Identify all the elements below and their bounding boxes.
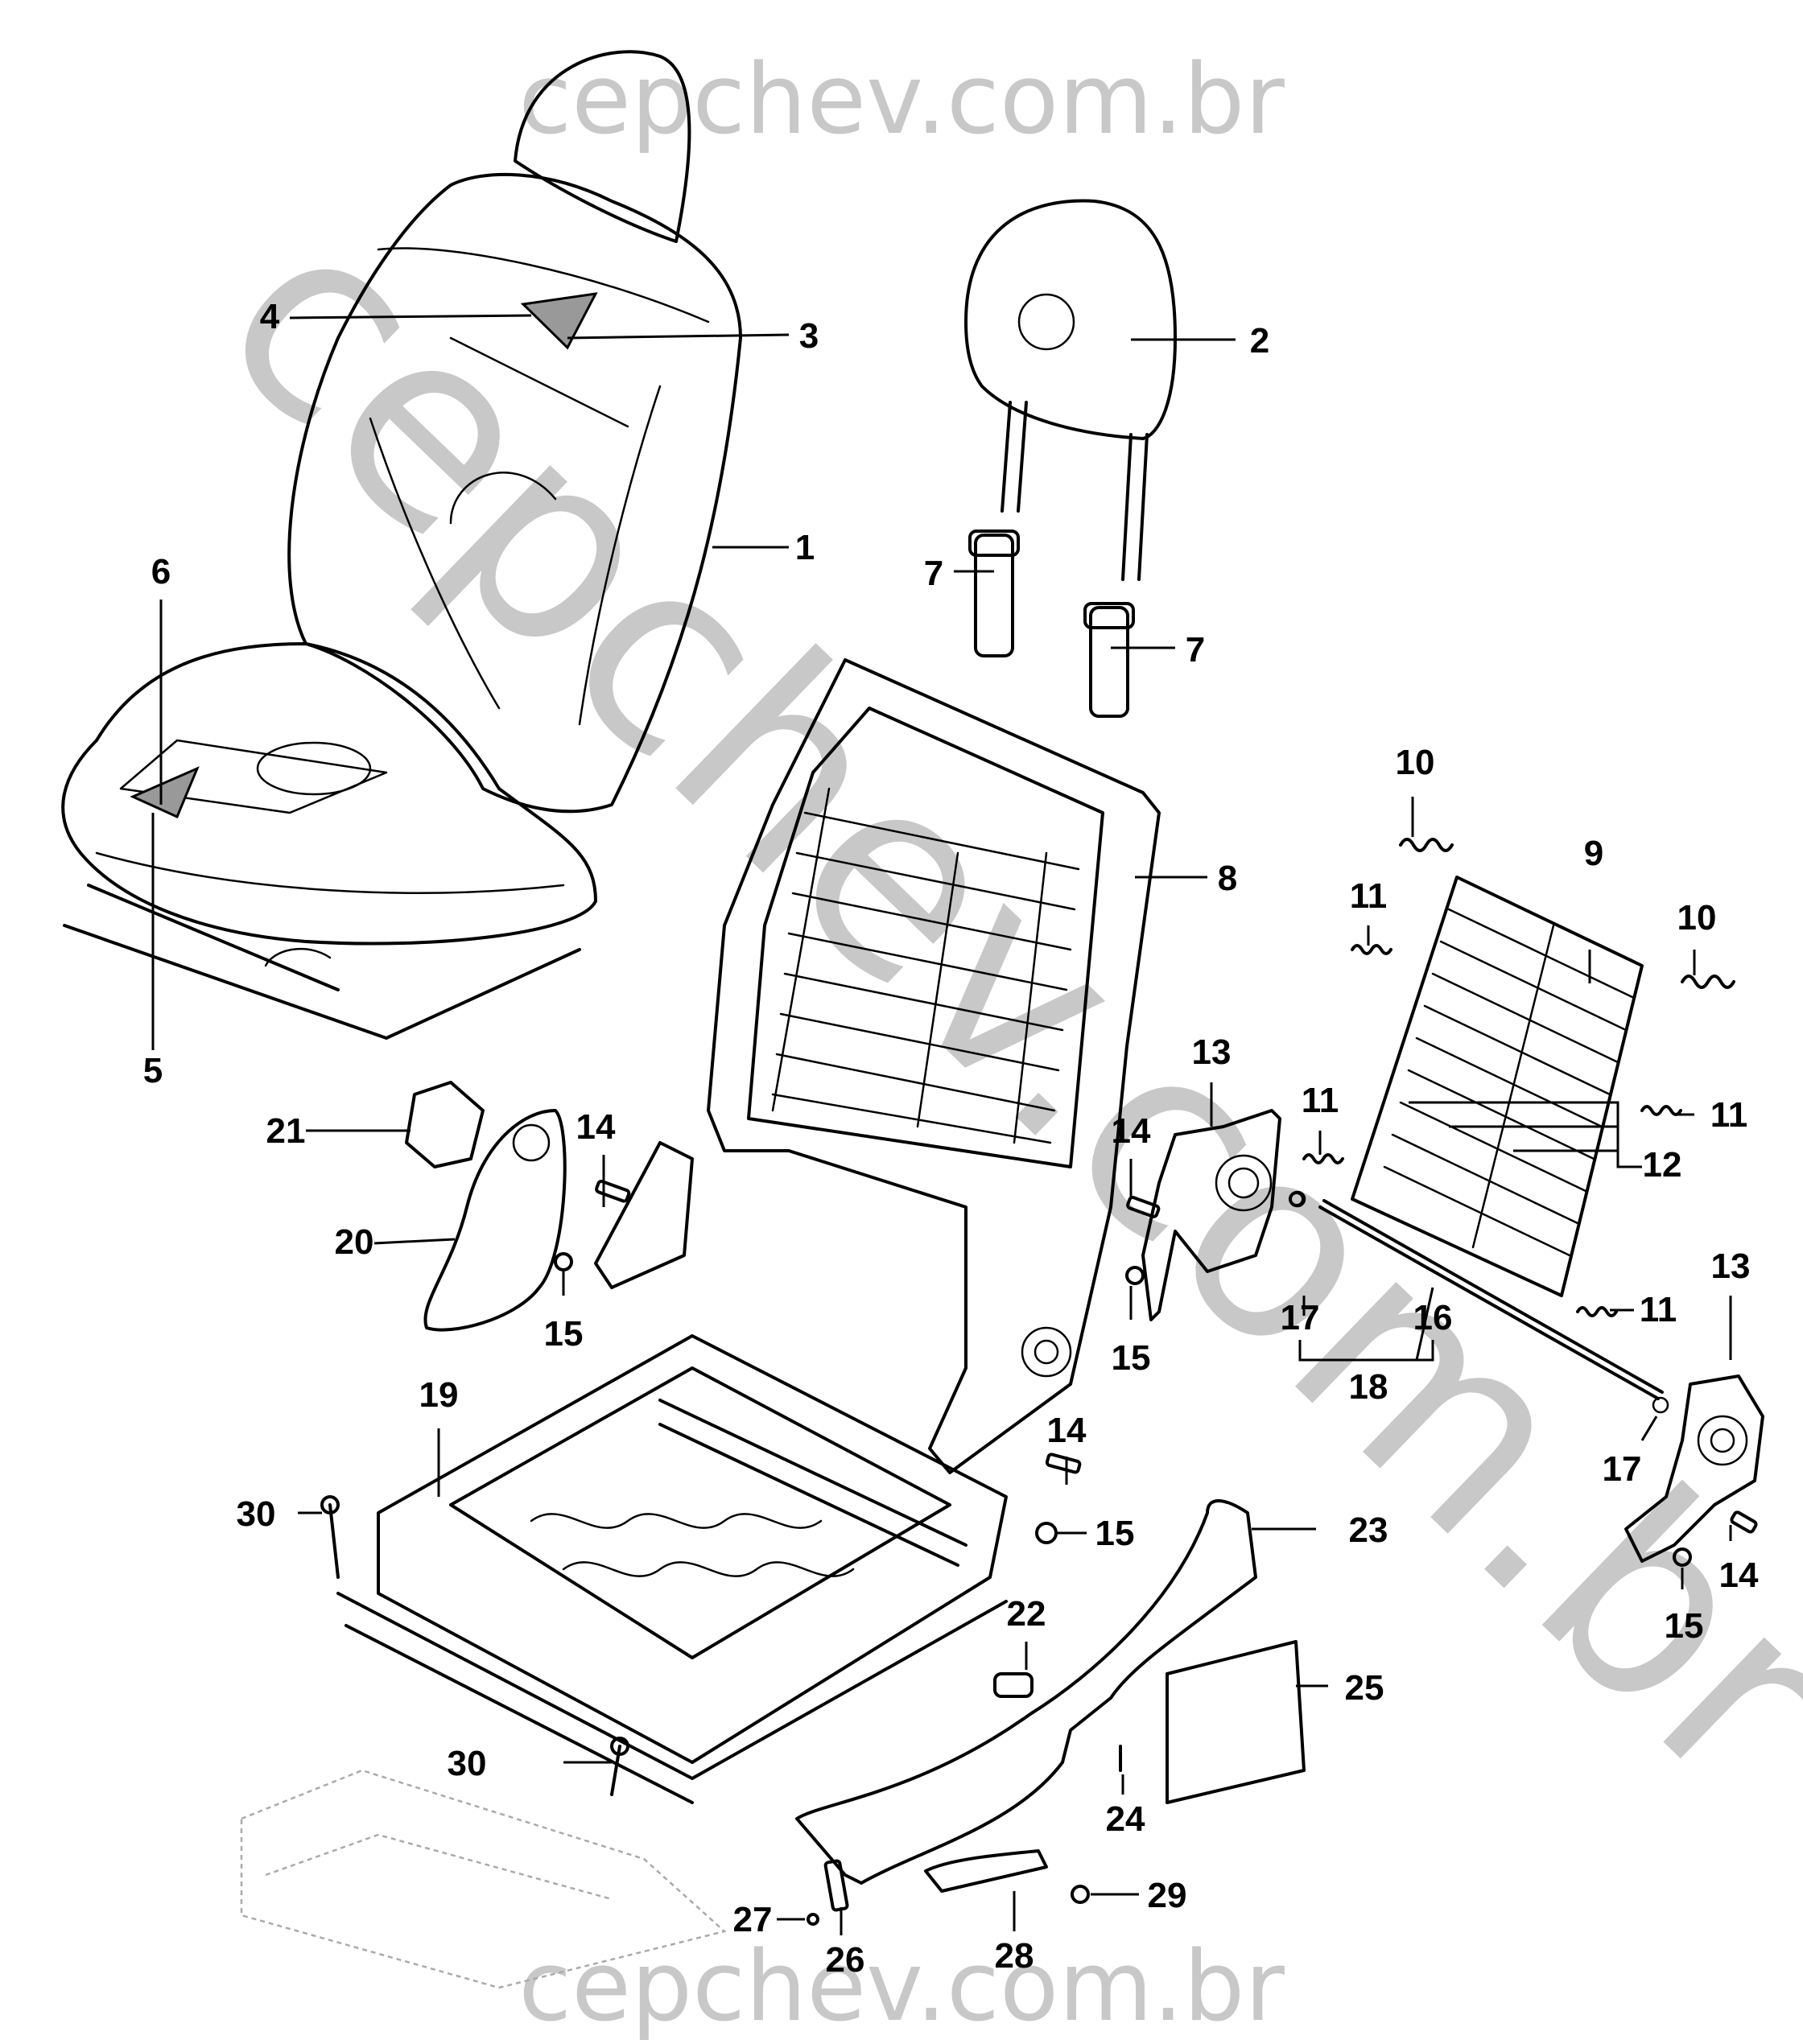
callout-label: 16 [1413, 1298, 1453, 1337]
callout-label: 18 [1349, 1367, 1388, 1407]
callout-label: 8 [1218, 859, 1237, 898]
seat-frame-illustration [240, 1334, 1008, 1989]
backrest-frame-illustration [594, 658, 1161, 1474]
callout-label: 15 [1095, 1514, 1135, 1553]
callout-label: 11 [1710, 1095, 1748, 1135]
headrest-illustration [964, 199, 1177, 581]
callout-label: 13 [1711, 1247, 1751, 1286]
callout-label: 15 [1665, 1606, 1704, 1646]
callout-label: 11 [1640, 1290, 1677, 1329]
callout-label: 27 [733, 1900, 773, 1939]
callout-label: 17 [1281, 1298, 1320, 1337]
watermark-diagonal: cepchev.com.br [166, 161, 1803, 1848]
callout-label: 4 [260, 297, 280, 336]
side-trim-illustration [795, 1499, 1306, 1912]
callout-labels: 1 2 3 4 5 6 7 7 8 9 10 10 11 11 11 11 12… [143, 297, 1759, 1980]
callout-label: 14 [1719, 1556, 1759, 1595]
callout-label: 2 [1250, 321, 1269, 361]
spring-mat-illustration [1351, 876, 1644, 1297]
callout-label: 22 [1007, 1594, 1046, 1634]
callout-label: 17 [1603, 1449, 1642, 1489]
callout-label: 12 [1643, 1145, 1682, 1185]
headrest-guide-illustration [968, 530, 1135, 718]
fasteners-illustration [320, 1179, 1758, 1926]
callout-label: 7 [1186, 630, 1205, 670]
watermark-top: cepchev.com.br [518, 44, 1285, 156]
callout-label: 6 [151, 552, 171, 591]
callout-label: 14 [1047, 1411, 1087, 1450]
seat-assembly-illustration [61, 50, 742, 1040]
callout-label: 21 [266, 1111, 306, 1151]
callout-label: 29 [1148, 1876, 1187, 1915]
callout-label: 3 [799, 316, 819, 356]
callout-label: 30 [237, 1494, 276, 1534]
leader-lines [151, 314, 1732, 1935]
callout-label: 9 [1584, 834, 1603, 873]
callout-label: 28 [995, 1936, 1034, 1976]
callout-label: 10 [1396, 743, 1435, 782]
callout-label: 14 [576, 1107, 616, 1147]
callout-label: 15 [1112, 1338, 1151, 1378]
callout-label: 20 [335, 1222, 374, 1262]
recliner-mechanism-illustration [1141, 1109, 1764, 1563]
watermark-bottom: cepchev.com.br [518, 1931, 1285, 2043]
callout-label: 23 [1349, 1510, 1388, 1550]
callout-label: 24 [1106, 1799, 1145, 1839]
callout-label: 14 [1112, 1111, 1151, 1151]
tension-springs-illustration [1302, 838, 1735, 1317]
callout-label: 15 [544, 1314, 584, 1354]
callout-label: 25 [1345, 1668, 1384, 1708]
callout-label: 13 [1192, 1032, 1232, 1072]
callout-label: 1 [795, 528, 815, 567]
recline-cover-illustration [405, 1081, 567, 1332]
callout-label: 7 [924, 554, 943, 593]
callout-label: 5 [143, 1051, 163, 1090]
callout-label: 10 [1677, 898, 1717, 938]
callout-label: 30 [448, 1744, 487, 1783]
callout-label: 19 [419, 1375, 459, 1415]
callout-label: 11 [1302, 1081, 1339, 1120]
callout-label: 26 [826, 1940, 865, 1980]
callout-label: 11 [1350, 876, 1388, 916]
